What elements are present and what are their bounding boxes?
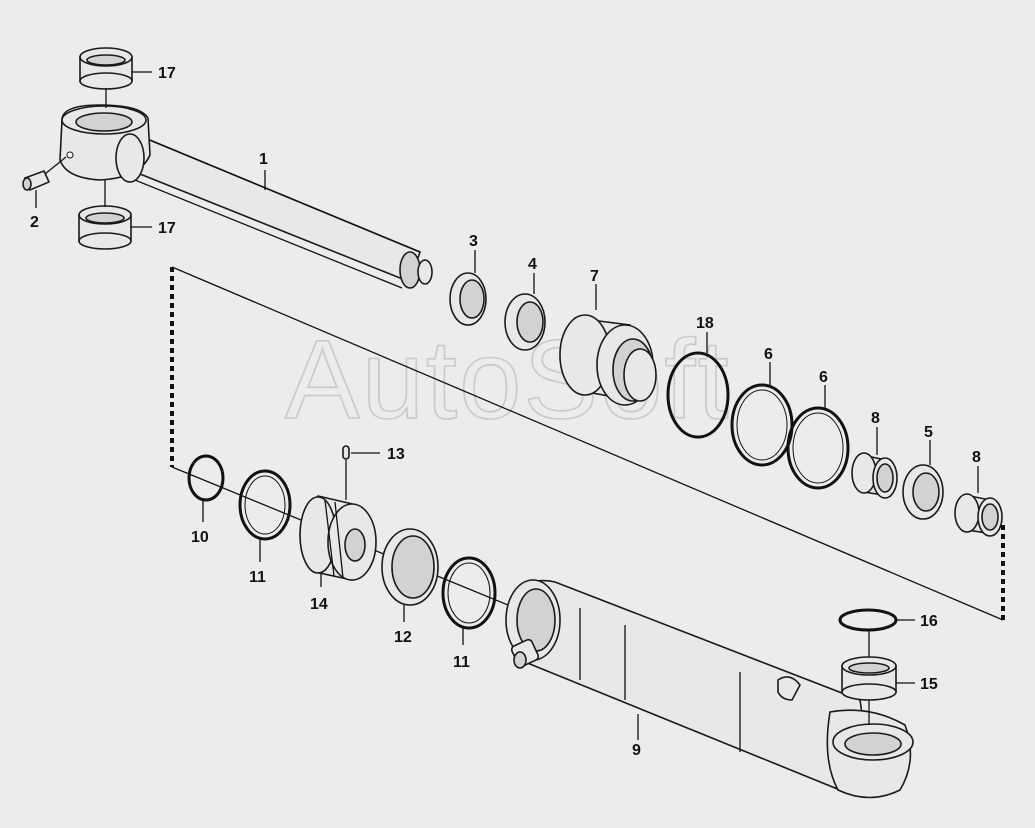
buffer-seal bbox=[902, 464, 944, 520]
tube-bushing bbox=[841, 656, 897, 701]
callout-16: 16 bbox=[920, 613, 938, 630]
callout-12: 12 bbox=[394, 629, 412, 646]
callout-13: 13 bbox=[387, 446, 405, 463]
cylinder-tube bbox=[505, 579, 914, 799]
callout-8-b: 8 bbox=[972, 449, 981, 466]
callout-4: 4 bbox=[528, 256, 537, 273]
head-o-ring bbox=[666, 351, 730, 439]
callout-17-top: 17 bbox=[158, 65, 176, 82]
piston-ring-b bbox=[441, 556, 497, 630]
callout-8-a: 8 bbox=[871, 410, 880, 427]
rod-seal bbox=[504, 293, 546, 351]
callout-18: 18 bbox=[696, 315, 714, 332]
backup-ring-a bbox=[730, 383, 794, 467]
callout-5: 5 bbox=[924, 424, 933, 441]
callout-1: 1 bbox=[259, 151, 268, 168]
rod-bushing-top bbox=[79, 47, 133, 90]
wiper-seal bbox=[449, 272, 487, 326]
callout-11-b: 11 bbox=[453, 654, 470, 671]
backup-ring-b bbox=[786, 406, 850, 490]
leader-2-a bbox=[44, 156, 67, 175]
piston-seal bbox=[381, 528, 439, 606]
callout-9: 9 bbox=[632, 742, 641, 759]
rod-bushing-bottom bbox=[78, 205, 132, 250]
callout-6-a: 6 bbox=[764, 346, 773, 363]
guide-bushing-a bbox=[851, 452, 898, 499]
piston bbox=[299, 495, 377, 581]
rod-ring bbox=[187, 454, 225, 502]
callout-2: 2 bbox=[30, 214, 39, 231]
guide-bushing-b bbox=[954, 493, 1003, 537]
callout-14: 14 bbox=[310, 596, 328, 613]
callout-7: 7 bbox=[590, 268, 599, 285]
assembly-axis-line bbox=[171, 266, 1004, 621]
tube-ring bbox=[838, 608, 898, 632]
callout-11-a: 11 bbox=[249, 569, 266, 586]
callout-3: 3 bbox=[469, 233, 478, 250]
callout-6-b: 6 bbox=[819, 369, 828, 386]
cylinder-head bbox=[559, 314, 657, 406]
callout-10: 10 bbox=[191, 529, 209, 546]
grease-nipple bbox=[22, 169, 51, 192]
piston-ring-a bbox=[238, 469, 292, 541]
callout-15: 15 bbox=[920, 676, 938, 693]
set-screw bbox=[342, 445, 350, 460]
callout-17-bottom: 17 bbox=[158, 220, 176, 237]
piston-rod bbox=[59, 104, 433, 289]
